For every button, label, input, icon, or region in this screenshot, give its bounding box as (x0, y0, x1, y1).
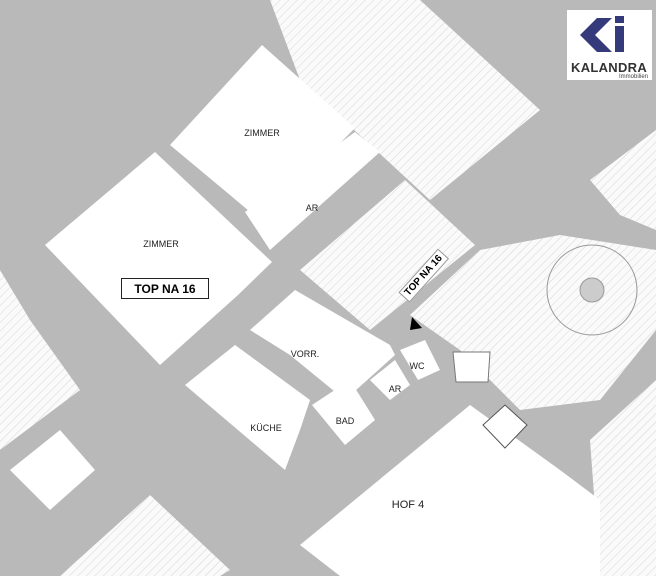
room-ar-2 (370, 360, 410, 400)
kalandra-logo: KALANDRA Immobilien (567, 10, 652, 80)
spiral-stair-core (579, 277, 605, 303)
room-label-zimmer-2: ZIMMER (143, 239, 179, 249)
logo-mark-icon (580, 16, 624, 52)
unit-label: TOP NA 16 (121, 278, 209, 299)
room-label-kueche: KÜCHE (250, 423, 282, 433)
room-ar-1 (245, 132, 380, 250)
logo-subtitle: Immobilien (618, 74, 648, 80)
room-label-hof: HOF 4 (391, 499, 425, 511)
room-label-vorr: VORR. (290, 349, 320, 359)
hatched-area (300, 180, 475, 330)
hatched-area (270, 0, 540, 200)
hatched-area (590, 380, 656, 576)
room-label-ar-2: AR (388, 384, 402, 394)
room-label-zimmer-1: ZIMMER (244, 128, 280, 138)
courtyard-hof (300, 405, 600, 576)
room-label-ar-1: AR (305, 203, 319, 213)
room-vorr (250, 290, 395, 400)
light-well (482, 404, 528, 449)
hatched-area (60, 495, 230, 576)
spiral-stair (546, 244, 638, 336)
hatched-area (0, 270, 80, 450)
room-zimmer-1 (170, 45, 355, 222)
hatched-area (590, 130, 656, 230)
room-zimmer-2 (45, 152, 272, 365)
logo-name: KALANDRA (571, 60, 648, 75)
room-wc (400, 340, 440, 380)
bay-window (452, 351, 491, 383)
room-kueche (185, 345, 310, 470)
room-lower-left (10, 430, 95, 510)
entrance-arrow-icon (410, 317, 422, 330)
room-label-bad: BAD (335, 416, 355, 426)
room-bad (312, 380, 375, 445)
room-label-wc: WC (409, 361, 425, 371)
